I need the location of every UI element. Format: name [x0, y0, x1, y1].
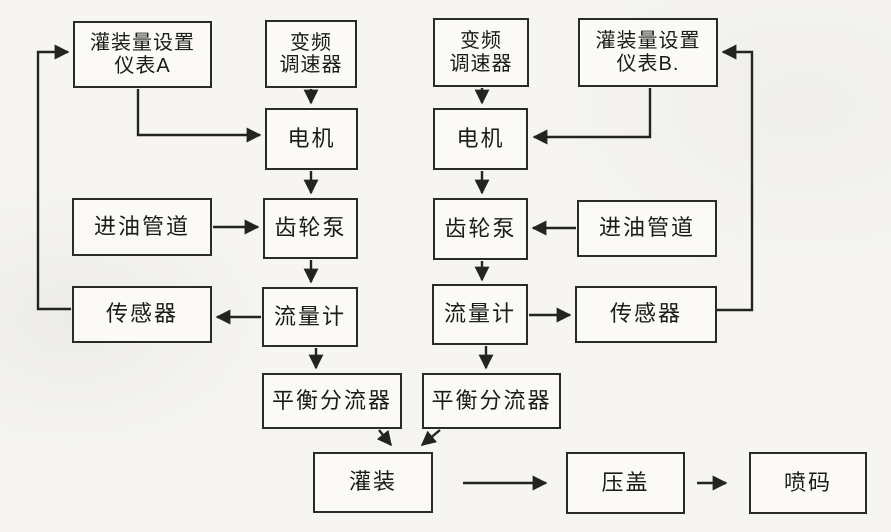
node-gear-pump-right: 齿轮泵: [433, 198, 528, 260]
node-meter-a: 灌装量设置 仪表A: [73, 21, 212, 88]
node-meter-a-label-line1: 灌装量设置: [90, 32, 195, 55]
node-vfd-right: 变频 调速器: [433, 18, 529, 87]
node-splitter-left-label: 平衡分流器: [271, 387, 392, 413]
node-meter-b-label-line2: 仪表B.: [616, 52, 680, 75]
node-capping-label: 压盖: [601, 469, 650, 495]
node-motor-right-label: 电机: [456, 125, 505, 151]
edge-splitter-left-to-filling: [376, 429, 392, 447]
node-coding-label: 喷码: [783, 469, 832, 495]
node-flow-meter-right: 流量计: [432, 284, 528, 345]
node-gear-pump-left-label: 齿轮泵: [274, 215, 347, 241]
node-sensor-right: 传感器: [575, 286, 717, 343]
node-meter-b: 灌装量设置 仪表B.: [578, 18, 718, 87]
node-sensor-right-label: 传感器: [609, 301, 682, 327]
node-filling: 灌装: [313, 452, 433, 513]
node-gear-pump-right-label: 齿轮泵: [444, 215, 517, 241]
node-vfd-left: 变频 调速器: [265, 20, 357, 88]
node-flow-meter-right-label: 流量计: [443, 301, 516, 327]
node-flow-meter-left-label: 流量计: [273, 303, 346, 329]
node-motor-right: 电机: [433, 108, 528, 170]
node-oil-pipe-left: 进油管道: [72, 198, 212, 256]
node-capping: 压盖: [566, 452, 685, 514]
node-coding: 喷码: [749, 452, 867, 514]
edge-sensor-left-to-meter-a-feedback: [36, 44, 71, 311]
node-meter-a-label-line2: 仪表A: [114, 54, 171, 77]
node-splitter-left: 平衡分流器: [262, 373, 402, 429]
node-gear-pump-left: 齿轮泵: [263, 198, 358, 259]
node-sensor-left: 传感器: [72, 286, 212, 343]
node-meter-b-label-line1: 灌装量设置: [595, 30, 701, 53]
node-oil-pipe-right: 进油管道: [577, 200, 717, 257]
edge-sensor-right-to-meter-b-feedback: [716, 44, 754, 312]
node-sensor-left-label: 传感器: [105, 301, 178, 327]
node-splitter-right-label: 平衡分流器: [431, 387, 552, 413]
node-motor-left-label: 电机: [287, 125, 336, 151]
node-vfd-left-label-line2: 调速器: [279, 54, 343, 76]
node-motor-left: 电机: [265, 108, 358, 170]
node-filling-label: 灌装: [348, 469, 397, 495]
node-vfd-right-label-line1: 变频: [460, 30, 502, 53]
edge-meter-b-to-motor-right: [532, 88, 652, 145]
node-splitter-right: 平衡分流器: [422, 373, 561, 429]
node-vfd-left-label-line1: 变频: [290, 31, 332, 54]
edge-splitter-right-to-filling: [420, 429, 441, 446]
node-oil-pipe-right-label: 进油管道: [598, 215, 695, 241]
node-vfd-right-label-line2: 调速器: [449, 52, 513, 75]
node-oil-pipe-left-label: 进油管道: [93, 213, 190, 239]
node-flow-meter-left: 流量计: [262, 287, 358, 347]
edge-meter-a-to-motor-left: [136, 89, 262, 143]
